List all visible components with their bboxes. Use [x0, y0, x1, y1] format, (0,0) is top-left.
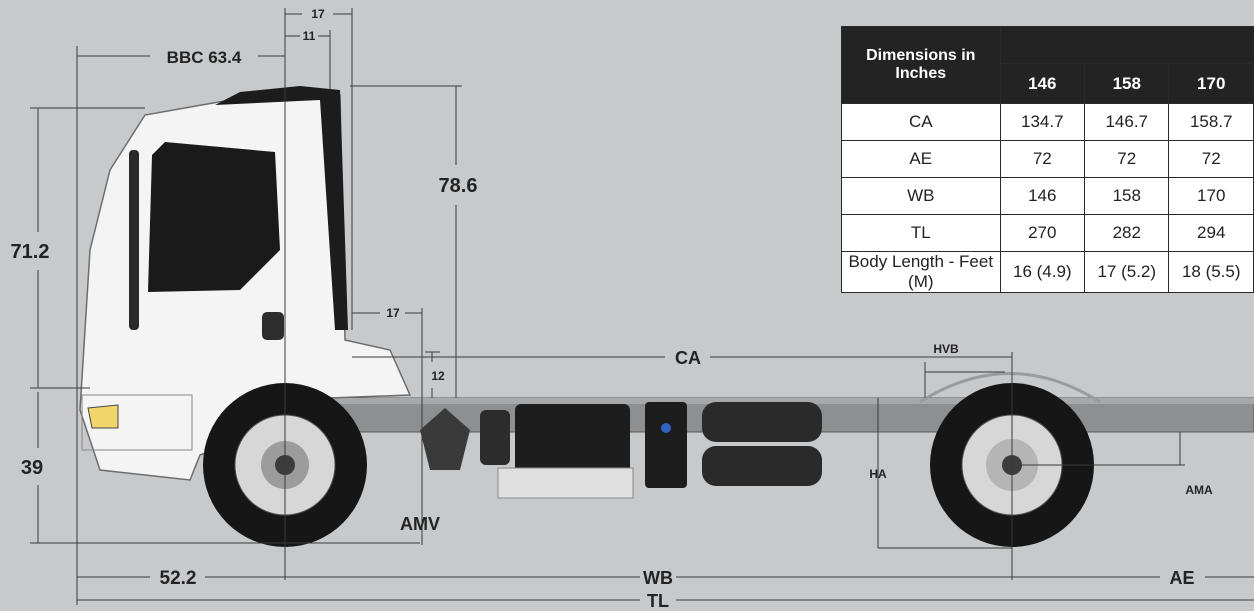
- mid-12-label: 12: [431, 369, 445, 383]
- mirror-arm: [129, 150, 139, 330]
- height-78-label: 78.6: [439, 175, 478, 197]
- table-cell: 158.7: [1168, 103, 1254, 141]
- hvb-label: HVB: [933, 342, 959, 356]
- column-header: 158: [1084, 63, 1170, 104]
- amv-label: AMV: [400, 514, 440, 534]
- row-label: CA: [841, 103, 1001, 141]
- steering-gear: [420, 408, 470, 470]
- table-row: Body Length - Feet (M) 16 (4.9) 17 (5.2)…: [841, 251, 1254, 293]
- battery-box: [645, 402, 687, 488]
- table-cell: 294: [1168, 214, 1254, 252]
- table-cell: 72: [1168, 140, 1254, 178]
- table-cell: 134.7: [999, 103, 1086, 141]
- table-corner-header: Dimensions in Inches: [841, 26, 1001, 104]
- headlight: [87, 404, 119, 429]
- cap-icon: [661, 423, 671, 433]
- ca-label: CA: [675, 348, 701, 368]
- ama-label: AMA: [1185, 483, 1213, 497]
- top-17-label: 17: [311, 7, 325, 21]
- row-label: Body Length - Feet (M): [841, 251, 1001, 293]
- table-cell: 17 (5.2): [1084, 251, 1170, 293]
- column-header: 170: [1168, 63, 1254, 104]
- table-cell: 146.7: [1084, 103, 1170, 141]
- table-group-header: [999, 25, 1254, 65]
- wb-label: WB: [643, 568, 673, 588]
- table-cell: 270: [999, 214, 1086, 252]
- rear-fender: [919, 372, 1101, 404]
- table-cell: 282: [1084, 214, 1170, 252]
- table-row: CA 134.7 146.7 158.7: [841, 103, 1254, 141]
- table-cell: 146: [999, 177, 1086, 215]
- ha-label: HA: [869, 467, 887, 481]
- table-header-row-2: 146 158 170: [842, 63, 1254, 104]
- table-header-row-1: Dimensions in Inches: [841, 25, 1254, 104]
- height-39-label: 39: [21, 457, 43, 479]
- door-handle: [262, 312, 284, 340]
- dimension-lines: [30, 8, 1254, 605]
- frame-rail-top: [330, 398, 1254, 404]
- table-row: AE 72 72 72: [841, 140, 1254, 178]
- tl-label: TL: [647, 591, 669, 611]
- table-row: TL 270 282 294: [841, 214, 1254, 252]
- height-71-label: 71.2: [11, 241, 50, 263]
- air-tank-upper: [702, 402, 822, 442]
- top-11-label: 11: [303, 29, 316, 43]
- row-label: AE: [841, 140, 1001, 178]
- row-label: WB: [841, 177, 1001, 215]
- row-label: TL: [841, 214, 1001, 252]
- air-dryer: [480, 410, 510, 465]
- table-cell: 16 (4.9): [999, 251, 1086, 293]
- table-row: WB 146 158 170: [841, 177, 1254, 215]
- roof-deflector: [215, 86, 348, 330]
- bbc-label: BBC 63.4: [167, 48, 242, 67]
- table-cell: 72: [999, 140, 1086, 178]
- tank-step: [497, 467, 634, 499]
- table-cell: 158: [1084, 177, 1170, 215]
- table-cell: 170: [1168, 177, 1254, 215]
- mid-17-label: 17: [386, 306, 400, 320]
- air-tank-lower: [702, 446, 822, 486]
- cab-window: [148, 142, 280, 292]
- table-cell: 18 (5.5): [1168, 251, 1254, 293]
- front-52-label: 52.2: [160, 568, 197, 589]
- bumper: [81, 394, 193, 451]
- table-cell: 72: [1084, 140, 1170, 178]
- column-header: 146: [999, 63, 1086, 104]
- dimensions-table: Dimensions in Inches 146 158 170 CA 134.…: [841, 25, 1254, 293]
- ae-label: AE: [1169, 568, 1194, 588]
